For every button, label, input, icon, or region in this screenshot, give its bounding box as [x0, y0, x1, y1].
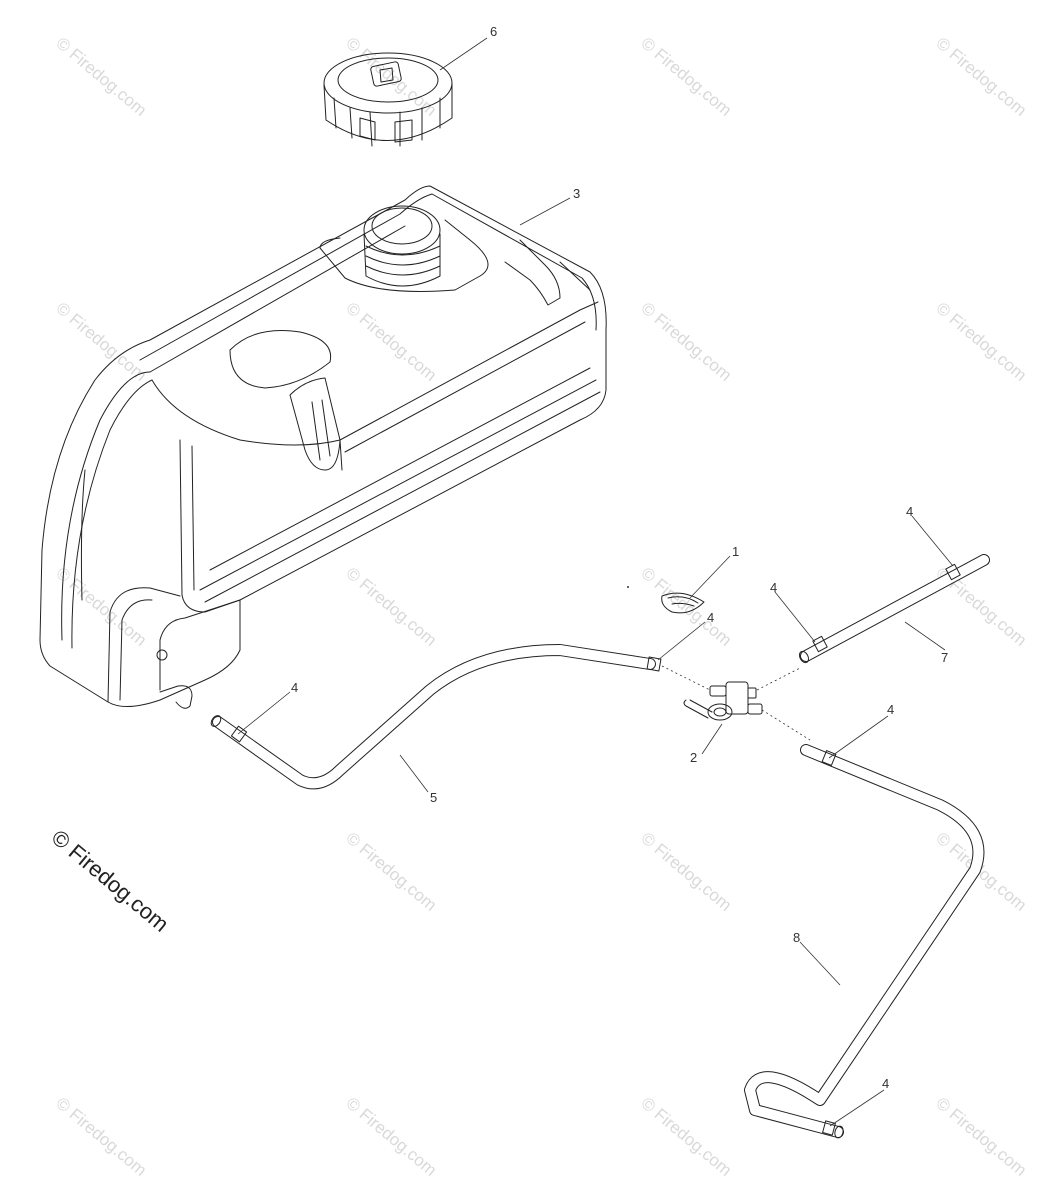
callout-4-hose5: 4: [291, 680, 298, 695]
watermark: © Firedog.com: [342, 829, 440, 915]
callout-2: 2: [690, 750, 697, 765]
callouts: 6 3 1 4 4 4 7 4 5 2 4 8 4: [291, 24, 948, 1091]
callout-7: 7: [941, 650, 948, 665]
watermark: © Firedog.com: [932, 1094, 1030, 1180]
leader-lines: [237, 37, 954, 1127]
callout-8: 8: [793, 930, 800, 945]
callout-4-hose7-upper: 4: [906, 504, 913, 519]
watermark: © Firedog.com: [637, 299, 735, 385]
callout-5: 5: [430, 790, 437, 805]
fuel-cap: [323, 52, 453, 147]
hose-8: [744, 744, 985, 1139]
callout-1: 1: [732, 544, 739, 559]
watermark: © Firedog.com: [52, 34, 150, 120]
fuel-valve: [661, 665, 811, 741]
watermark: © Firedog.com: [637, 829, 735, 915]
fuel-tank: [39, 185, 607, 709]
hose-7: [798, 554, 990, 664]
callout-4-hose8-upper: 4: [887, 702, 894, 717]
watermark: © Firedog.com: [342, 564, 440, 650]
callout-4-valve: 4: [707, 610, 714, 625]
watermark: © Firedog.com: [52, 1094, 150, 1180]
watermark: © Firedog.com: [932, 34, 1030, 120]
watermark-main: © Firedog.com: [47, 825, 174, 937]
callout-4-hose7-lower: 4: [770, 580, 777, 595]
watermark: © Firedog.com: [342, 299, 440, 385]
callout-3: 3: [573, 186, 580, 201]
watermark: © Firedog.com: [637, 34, 735, 120]
clip: [627, 586, 705, 614]
callout-4-hose8-lower: 4: [882, 1076, 889, 1091]
watermark: © Firedog.com: [52, 564, 150, 650]
callout-6: 6: [490, 24, 497, 39]
hose-5: [210, 644, 662, 790]
watermark: © Firedog.com: [932, 299, 1030, 385]
watermark: © Firedog.com: [342, 1094, 440, 1180]
watermark: © Firedog.com: [637, 1094, 735, 1180]
